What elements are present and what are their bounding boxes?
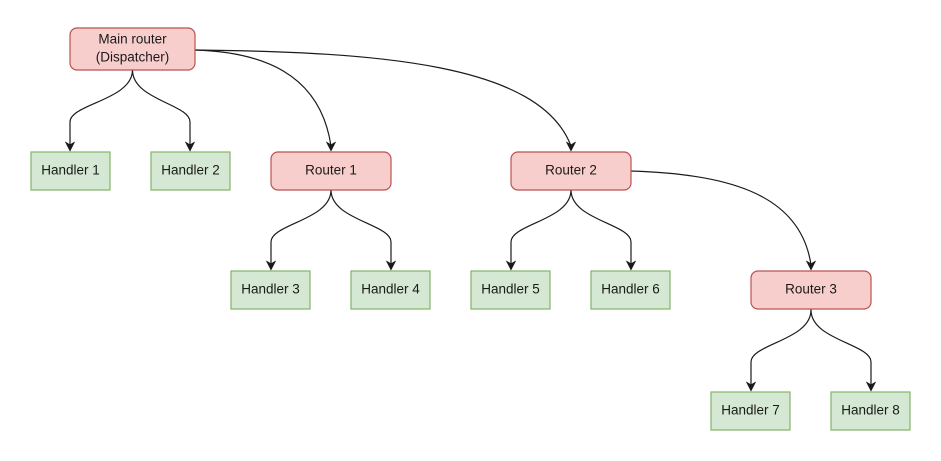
node-box — [590, 270, 671, 310]
edge-router-1-to-handler-3[interactable] — [266, 189, 332, 271]
node-label: Handler 1 — [41, 163, 100, 178]
node-handler-1[interactable]: Handler 1 — [30, 151, 111, 191]
node-handler-7[interactable]: Handler 7 — [710, 391, 791, 431]
node-box — [270, 151, 392, 191]
node-handler-6[interactable]: Handler 6 — [590, 270, 671, 310]
edge-router-2-to-handler-6[interactable] — [570, 189, 636, 271]
edge-main-to-router-1[interactable] — [194, 49, 336, 152]
arrow-head-icon — [65, 141, 75, 152]
arrow-head-icon — [266, 260, 276, 271]
node-box — [30, 151, 111, 191]
arrow-head-icon — [746, 381, 756, 392]
node-handler-2[interactable]: Handler 2 — [150, 151, 231, 191]
edge-line — [194, 49, 332, 147]
node-label: Router 3 — [785, 282, 837, 297]
node-label: Handler 3 — [241, 282, 300, 297]
edge-router-3-to-handler-8[interactable] — [810, 309, 876, 392]
node-box — [830, 391, 911, 431]
node-box — [510, 151, 632, 191]
arrow-head-icon — [866, 381, 876, 392]
edge-router-3-to-handler-7[interactable] — [746, 309, 812, 392]
node-box — [230, 270, 311, 310]
node-handler-5[interactable]: Handler 5 — [470, 270, 551, 310]
node-router-3[interactable]: Router 3 — [750, 270, 872, 310]
node-box — [150, 151, 231, 191]
edge-line — [270, 189, 332, 266]
node-box — [750, 270, 872, 310]
node-label: Router 1 — [305, 163, 357, 178]
node-label: Handler 7 — [721, 403, 780, 418]
node-router-1[interactable]: Router 1 — [270, 151, 392, 191]
arrow-head-icon — [386, 260, 396, 271]
node-box — [710, 391, 791, 431]
arrow-head-icon — [566, 141, 576, 152]
node-box — [69, 27, 196, 71]
node-label: Handler 2 — [161, 163, 220, 178]
edges-layer — [65, 49, 876, 392]
node-label: Router 2 — [545, 163, 597, 178]
node-handler-4[interactable]: Handler 4 — [350, 270, 431, 310]
node-label: Main router — [98, 32, 167, 47]
arrow-head-icon — [326, 141, 336, 152]
edge-line — [69, 69, 134, 147]
edge-line — [510, 189, 572, 266]
arrow-head-icon — [506, 260, 516, 271]
edge-main-to-handler-1[interactable] — [65, 69, 134, 152]
edge-router-2-to-handler-5[interactable] — [506, 189, 572, 271]
nodes-layer: Main router (Dispatcher) Handler 1 Handler … — [30, 27, 911, 431]
edge-line — [194, 49, 572, 147]
arrow-head-icon — [626, 260, 636, 271]
node-main-router[interactable]: Main router (Dispatcher) — [69, 27, 196, 71]
edge-line — [750, 309, 812, 387]
node-label: Handler 4 — [361, 282, 420, 297]
node-box — [350, 270, 431, 310]
edge-main-to-router-2[interactable] — [194, 49, 576, 152]
edge-line — [330, 189, 392, 266]
node-handler-8[interactable]: Handler 8 — [830, 391, 911, 431]
arrow-head-icon — [185, 141, 195, 152]
node-handler-3[interactable]: Handler 3 — [230, 270, 311, 310]
edge-line — [131, 69, 191, 147]
arrow-head-icon — [806, 260, 816, 271]
node-box — [470, 270, 551, 310]
edge-main-to-handler-2[interactable] — [131, 69, 195, 152]
node-label: Handler 6 — [601, 282, 660, 297]
node-router-2[interactable]: Router 2 — [510, 151, 632, 191]
edge-router-2-to-router-3[interactable] — [630, 170, 816, 271]
node-label: Handler 5 — [481, 282, 540, 297]
edge-router-1-to-handler-4[interactable] — [330, 189, 396, 271]
edge-line — [630, 170, 812, 266]
edge-line — [570, 189, 632, 266]
node-label: Handler 8 — [841, 403, 900, 418]
edge-line — [810, 309, 872, 387]
node-label-secondary: (Dispatcher) — [96, 50, 170, 65]
